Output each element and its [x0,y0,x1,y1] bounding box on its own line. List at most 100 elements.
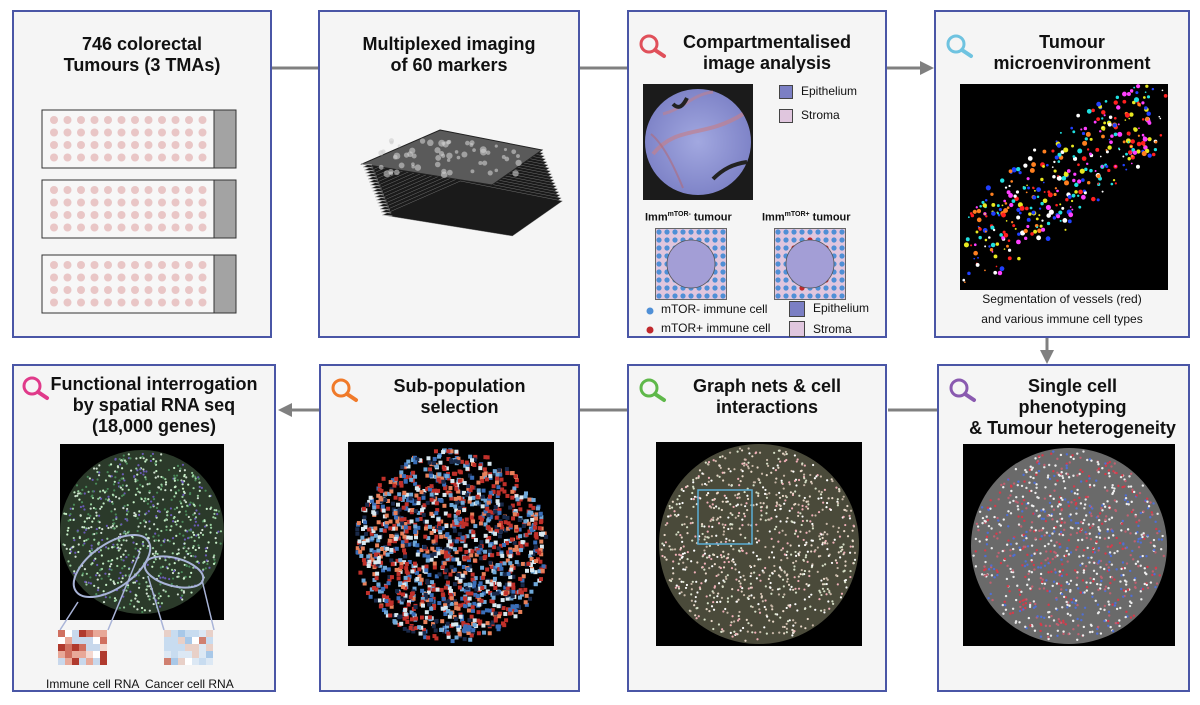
graph-node [734,516,737,519]
phenotyped-cell [1039,576,1043,580]
rna-spot [113,597,117,600]
graph-node [792,561,795,564]
immune-cell-dot [831,285,837,291]
subpopulation-cell [487,526,492,531]
stack-edge [373,193,385,196]
subpopulation-cell [473,537,478,542]
rna-spot [126,586,130,589]
subpopulation-cell [427,524,432,529]
segmented-cell [1056,189,1059,193]
graph-node [754,451,758,454]
graph-node [763,626,766,629]
subpopulation-cell [452,524,457,529]
graph-node [816,546,819,549]
segmented-cell [1066,169,1071,173]
segmented-cell [1052,216,1057,220]
graph-node [701,472,704,475]
rna-spot [95,511,98,514]
stack-texture [469,142,474,147]
rna-spot [160,483,163,486]
subpopulation-cell [506,538,511,543]
subpopulation-cell [420,603,425,608]
segmented-cell [1041,219,1044,222]
subpopulation-cell [433,449,438,454]
phenotyped-cell [1066,473,1070,476]
immune-cell-dot [791,229,797,235]
phenotyped-cell [1158,530,1161,533]
phenotyped-cell [1031,466,1034,469]
phenotyped-cell [983,565,986,568]
rna-spot [108,573,111,576]
graph-node [807,503,810,506]
graph-node [772,467,775,470]
tma-core [131,286,139,294]
phenotyped-cell [985,543,989,546]
subpopulation-cell [490,611,495,616]
stack-texture [434,147,441,154]
segmented-cell [1056,214,1061,219]
graph-node [714,459,717,463]
phenotyped-cell [1037,462,1041,465]
graph-node [712,518,715,522]
phenotyped-cell [1141,554,1144,558]
rna-spot [97,541,100,544]
tma-core [198,186,207,194]
subpopulation-cell [498,611,503,616]
graph-node [722,550,725,553]
subpopulation-cell [434,511,439,516]
graph-node [811,514,814,517]
graph-node [839,546,842,549]
segmented-cell [1001,204,1004,207]
rna-spot [113,489,116,492]
phenotyped-cell [1070,598,1073,601]
graph-node [718,475,721,478]
segmented-cell [984,230,987,233]
rna-spot [146,585,149,588]
subpopulation-cell [425,558,430,563]
rna-spot [120,467,124,470]
phenotyped-cell [1066,606,1069,609]
tma-core [50,298,58,307]
phenotyped-cell [1009,494,1012,497]
rna-spot [164,481,168,484]
graph-node [701,532,704,536]
subpopulation-cell [446,599,451,604]
phenotyped-cell [1043,544,1047,548]
segmented-cell [1146,95,1151,99]
rna-spot [181,487,185,490]
subpopulation-cell [434,464,439,469]
rna-spot [198,504,202,507]
rna-spot [173,477,176,480]
subpopulation-cell [396,522,401,527]
segmented-cell [1146,111,1151,116]
phenotyped-cell [1036,496,1039,499]
phenotyped-cell [1120,574,1123,577]
graph-node [750,624,753,627]
immune-cell-dot [664,237,670,243]
segmented-cell [1000,178,1005,183]
phenotyped-cell [1076,492,1079,496]
stack-texture [398,162,405,169]
subpopulation-cell [360,546,365,551]
segmented-cell [990,242,996,248]
graph-node [813,477,816,480]
phenotyped-cell [1001,549,1004,553]
subpopulation-cell [431,495,436,500]
subpopulation-cell [520,540,525,545]
subpopulation-cell [475,548,480,553]
phenotyped-cell [1067,504,1071,508]
subpopulation-cell [417,581,422,586]
segmented-cell [1105,164,1109,169]
epithelium-swatch [779,85,793,99]
phenotyped-cell [1040,517,1044,520]
heatmap-cell [206,644,213,651]
phenotyped-cell [1134,562,1138,566]
graph-node [830,478,833,481]
rna-spot [121,567,124,570]
subpopulation-cell [373,560,378,565]
subpopulation-cell [397,492,402,497]
phenotyped-cell [1060,588,1063,591]
rna-spot [166,510,169,513]
segmented-cell [1022,186,1027,190]
heatmap-cell [171,644,178,651]
